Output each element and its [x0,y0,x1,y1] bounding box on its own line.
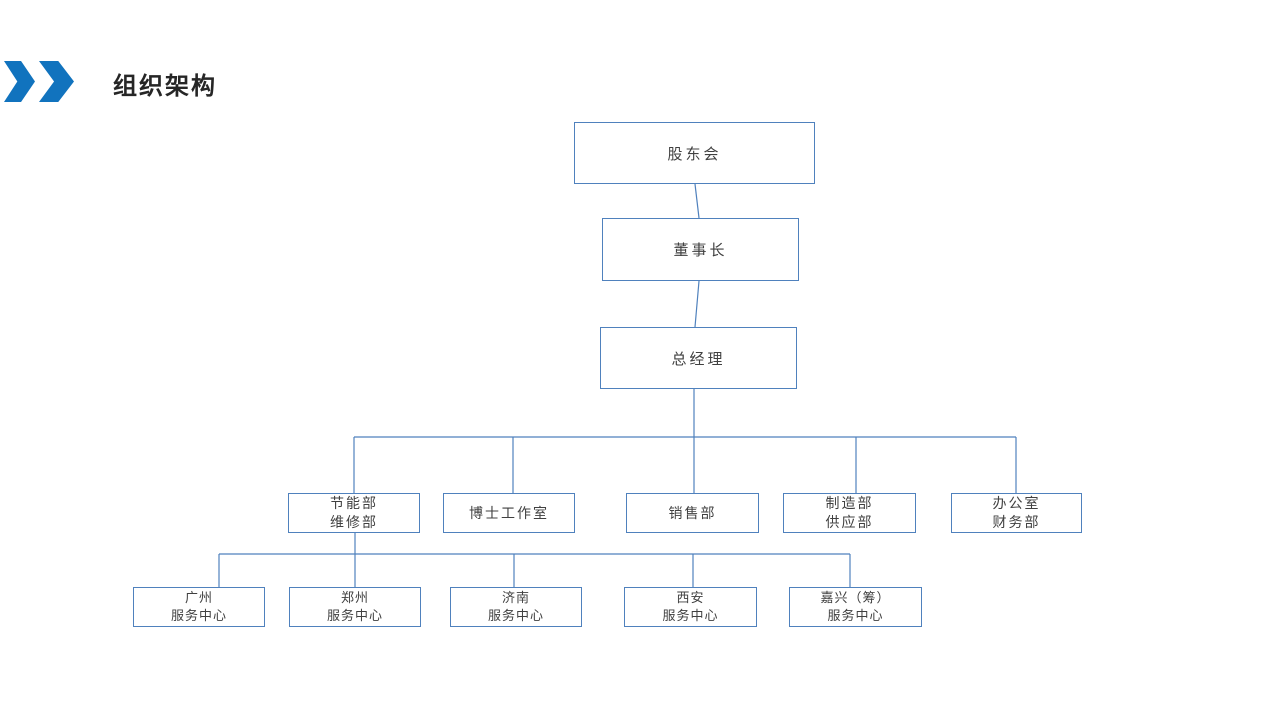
org-node-zhengzhou-service-center: 郑州 服务中心 [289,587,421,627]
org-node-general-manager: 总经理 [600,327,797,389]
org-node-label: 服务中心 [487,608,544,623]
page-title: 组织架构 [113,73,217,100]
org-node-label: 服务中心 [827,608,884,623]
org-node-jinan-service-center: 济南 服务中心 [450,587,582,627]
org-node-label: 服务中心 [170,608,227,623]
org-node-manufacturing-supply-dept: 制造部 供应部 [783,493,916,533]
org-node-label: 供应部 [825,514,874,530]
org-node-chairman: 董事长 [602,218,799,281]
org-node-office-finance-dept: 办公室 财务部 [951,493,1082,533]
org-node-jiaxing-service-center: 嘉兴（筹） 服务中心 [789,587,922,627]
connector-line [694,183,700,219]
org-node-label: 郑州 [340,590,369,605]
org-node-label: 财务部 [992,514,1041,530]
connector-line [694,280,700,328]
org-node-shareholders: 股东会 [574,122,815,184]
org-node-energy-maintenance-dept: 节能部 维修部 [288,493,420,533]
org-node-xian-service-center: 西安 服务中心 [624,587,757,627]
org-node-label: 服务中心 [326,608,383,623]
org-node-label: 节能部 [330,495,378,511]
org-node-label: 办公室 [992,495,1041,511]
org-node-label: 董事长 [673,242,728,259]
org-node-label: 维修部 [330,514,378,530]
org-node-label: 股东会 [667,145,722,163]
org-node-label: 嘉兴（筹） [820,590,891,605]
org-node-label: 销售部 [668,504,717,521]
org-node-label: 总经理 [671,350,726,368]
org-node-doctor-studio: 博士工作室 [443,493,575,533]
org-node-label: 博士工作室 [469,504,549,521]
org-node-label: 服务中心 [662,608,719,623]
org-node-label: 制造部 [825,495,874,511]
org-node-label: 广州 [184,590,213,605]
org-node-label: 西安 [676,590,705,605]
org-node-guangzhou-service-center: 广州 服务中心 [133,587,265,627]
org-node-label: 济南 [501,590,530,605]
org-node-sales-dept: 销售部 [626,493,759,533]
